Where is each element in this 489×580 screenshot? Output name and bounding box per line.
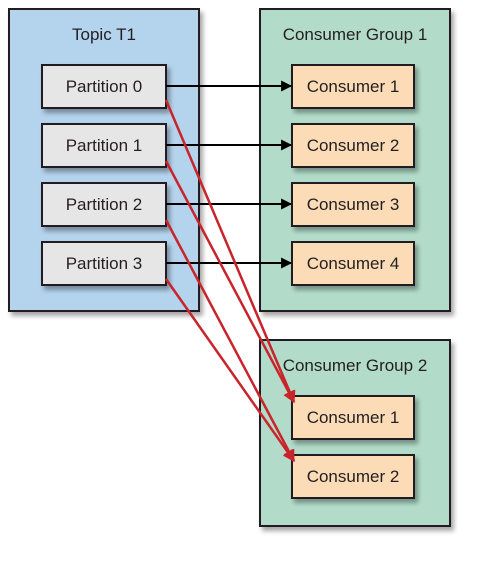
consumer-box: Consumer 3 [291, 182, 415, 227]
consumer-box: Consumer 1 [291, 395, 415, 440]
partition-box: Partition 3 [41, 241, 167, 286]
partition-1-box [41, 123, 167, 168]
group1-consumer-1-label: Consumer 1 [307, 77, 400, 96]
group2-consumer-2-box [291, 454, 415, 499]
partition-2-label: Partition 2 [66, 195, 143, 214]
group1-consumer-3-box [291, 182, 415, 227]
partition-box: Partition 2 [41, 182, 167, 227]
group1-consumer-3-label: Consumer 3 [307, 195, 400, 214]
group1-consumer-1-box [291, 64, 415, 109]
partition-3-label: Partition 3 [66, 254, 143, 273]
group2-consumer-1-label: Consumer 1 [307, 408, 400, 427]
group1-consumer-4-box [291, 241, 415, 286]
partition-box: Partition 1 [41, 123, 167, 168]
partition-0-label: Partition 0 [66, 77, 143, 96]
consumer-box: Consumer 2 [291, 454, 415, 499]
partition-box: Partition 0 [41, 64, 167, 109]
partition-1-label: Partition 1 [66, 136, 143, 155]
arrow-partition-3-to-group2-consumer-2 [164, 278, 296, 462]
partition-3-box [41, 241, 167, 286]
consumer-group-1-title: Consumer Group 1 [283, 25, 428, 44]
arrow-partition-1-to-group2-consumer-1 [164, 160, 296, 404]
arrow-partition-2-to-group2-consumer-2 [164, 219, 296, 463]
arrow-partition-0-to-group2-consumer-1 [164, 99, 296, 404]
group1-consumer-4-label: Consumer 4 [307, 254, 400, 273]
consumer-group-2-title: Consumer Group 2 [283, 356, 428, 375]
topic-title: Topic T1 [72, 25, 136, 44]
group2-consumer-1-box [291, 395, 415, 440]
group2-consumer-2-label: Consumer 2 [307, 467, 400, 486]
consumer-box: Consumer 2 [291, 123, 415, 168]
group1-consumer-2-label: Consumer 2 [307, 136, 400, 155]
consumer-box: Consumer 1 [291, 64, 415, 109]
consumer-box: Consumer 4 [291, 241, 415, 286]
